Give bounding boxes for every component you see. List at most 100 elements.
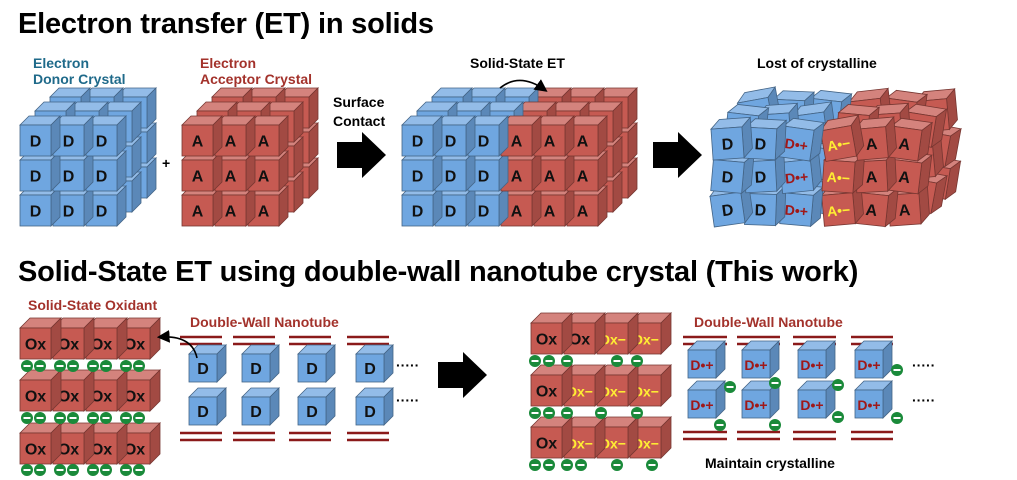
cube-label: D [96, 204, 108, 221]
cube-label: A [898, 202, 911, 220]
oxidant-cube: Ox [530, 364, 573, 407]
cube-label: D [364, 404, 376, 421]
cube-front-face [687, 349, 717, 379]
cube-label: Ox [58, 442, 79, 459]
donor-cube: D [401, 185, 443, 227]
anion-minus-icon [67, 464, 79, 476]
anion-minus-icon [575, 459, 587, 471]
anion-minus-icon [595, 407, 607, 419]
acceptor-cube: A [181, 115, 223, 157]
anion-minus-icon [133, 360, 145, 372]
cube-label: A [577, 204, 589, 221]
cube-front-face [820, 125, 857, 162]
anion-minus-icon [67, 360, 79, 372]
cube-label: A [192, 169, 204, 186]
donor-cube: D [19, 115, 61, 157]
cube-front-face [530, 374, 563, 407]
cube-label: D•+ [690, 357, 713, 373]
cube-label: Ox [58, 337, 79, 354]
cube-label: D [445, 169, 457, 186]
cube-front-face [709, 191, 746, 228]
et-curved-arrow-bottom [156, 330, 198, 359]
cube-label: D [445, 204, 457, 221]
anion-minus-icon [87, 464, 99, 476]
cube-front-face [687, 389, 717, 419]
cube-label: D [30, 169, 42, 186]
anion-minus-icon [769, 377, 781, 389]
cube-label: D [63, 204, 75, 221]
cube-front-face [181, 194, 214, 227]
cube-label: Ox [25, 389, 46, 406]
cube-label: Ox [58, 389, 79, 406]
donor-cation-cube: D•+ [687, 340, 726, 379]
donor-cube: D [188, 344, 227, 383]
cube-label: A [511, 169, 523, 186]
donor-cube: D [188, 387, 227, 426]
anion-minus-icon [561, 459, 573, 471]
bottom-title: Solid-State ET using double-wall nanotub… [18, 256, 859, 288]
donor-cation-cube: D•+ [854, 380, 893, 419]
cube-label: D [197, 404, 209, 421]
cube-label: A [897, 136, 911, 155]
cube-front-face [821, 159, 856, 194]
cube-front-face [181, 159, 214, 192]
donor-cation-cube: D•+ [741, 380, 780, 419]
cube-label: D [63, 134, 75, 151]
cube-front-face [297, 396, 327, 426]
cube-label: A [511, 204, 523, 221]
continuation-dots: ····· [912, 357, 936, 373]
cube-label: D [478, 169, 490, 186]
anion-minus-icon [832, 379, 844, 391]
cube-label: Ox [124, 389, 145, 406]
cube-front-face [797, 389, 827, 419]
cube-label: D [478, 134, 490, 151]
cube-label: D [412, 204, 424, 221]
cube-label: A [258, 169, 270, 186]
acceptor-cube: A [181, 150, 223, 192]
donor-cube: D [19, 185, 61, 227]
anion-minus-icon [724, 381, 736, 393]
anion-minus-icon [891, 412, 903, 424]
plus-sign: + [162, 155, 171, 171]
cube-front-face [401, 159, 434, 192]
cube-label: D [364, 361, 376, 378]
cube-label: A [865, 169, 878, 187]
cube-front-face [181, 124, 214, 157]
donor-cube: D [401, 115, 443, 157]
cube-front-face [401, 124, 434, 157]
acceptor-cube: A•− [819, 114, 865, 162]
cube-label: Ox [536, 384, 557, 401]
cube-front-face [19, 432, 52, 465]
cube-label: Ox [25, 337, 46, 354]
cube-label: D [478, 204, 490, 221]
anion-minus-icon [100, 360, 112, 372]
cube-label: D [754, 169, 766, 187]
anion-minus-icon [891, 364, 903, 376]
nanotube-wall [233, 335, 275, 442]
anion-minus-icon [67, 412, 79, 424]
cube-front-face [401, 194, 434, 227]
cube-label: A [225, 134, 237, 151]
anion-minus-icon [133, 464, 145, 476]
cube-front-face [19, 159, 52, 192]
oxidant-cube: Ox− [596, 312, 639, 355]
continuation-dots: ····· [396, 357, 420, 373]
cube-label: D [63, 169, 75, 186]
cube-label: A [544, 204, 556, 221]
cube-label: D [721, 202, 735, 220]
cube-label: A•− [826, 169, 850, 187]
nanotube-label-left: Double-Wall Nanotube [190, 314, 339, 330]
anion-minus-icon [631, 355, 643, 367]
cube-label: D•+ [690, 397, 713, 413]
donor-cube: D [401, 150, 443, 192]
cube-label: Ox [25, 442, 46, 459]
cube-label: D [250, 404, 262, 421]
cube-label: D•+ [857, 397, 880, 413]
anion-minus-icon [543, 459, 555, 471]
cube-front-face [188, 353, 218, 383]
donor-cube: D•+ [778, 117, 826, 162]
donor-cube: D [710, 116, 753, 161]
cube-label: A [865, 202, 879, 220]
nanotube-wall [289, 335, 331, 442]
cube-label: Ox [536, 436, 557, 453]
